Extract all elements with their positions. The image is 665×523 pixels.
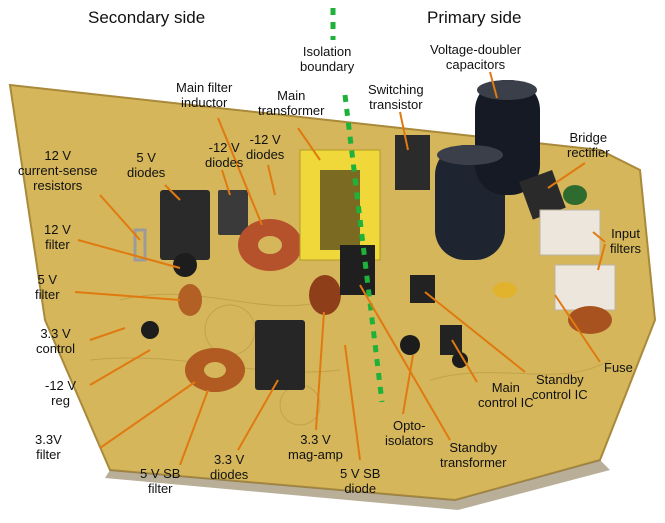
leader-5vsb-diode — [344, 344, 361, 461]
label-neg12v-diodes-b: -12 V diodes — [246, 132, 285, 162]
fuse-coil — [568, 306, 612, 334]
current-sense-wire — [133, 228, 147, 262]
leader-neg12-diodes-a — [221, 169, 231, 196]
label-bridge-rectifier: Bridge rectifier — [567, 130, 610, 160]
label-switching-transistor: Switching transistor — [368, 82, 424, 112]
leader-magamp — [315, 311, 325, 431]
label-3v3-mag-amp: 3.3 V mag-amp — [288, 432, 343, 462]
leader-standby-tx — [359, 284, 451, 441]
leader-main-transformer — [297, 127, 321, 161]
leader-neg12-reg — [89, 349, 151, 386]
leader-fuse — [554, 294, 601, 363]
isolation-boundary-line-lower — [342, 94, 385, 403]
label-5v-diodes: 5 V diodes — [127, 150, 166, 180]
leader-input-b — [597, 243, 606, 271]
leader-bridge — [547, 162, 586, 189]
filter-core — [204, 362, 226, 378]
label-fuse: Fuse — [604, 360, 633, 375]
pcb-shadow — [105, 460, 610, 510]
leader-input — [592, 231, 606, 243]
leader-3v3-filter — [99, 381, 196, 449]
label-standby-control-ic: Standby control IC — [532, 372, 588, 402]
leader-main-filter — [217, 117, 263, 226]
leader-12v-filter — [77, 239, 181, 269]
bridge-rectifier-part — [519, 170, 566, 220]
leader-5vsb-filter — [179, 389, 209, 466]
leader-opto — [402, 354, 414, 415]
cap-top-2 — [437, 145, 503, 165]
capacitor-2 — [475, 80, 540, 195]
label-isolation-boundary: Isolation boundary — [300, 44, 355, 74]
filter-5v-part — [178, 284, 202, 316]
opto-part — [400, 335, 420, 355]
standby-ic-part — [410, 275, 435, 303]
diode-neg12-part — [218, 190, 248, 235]
leader-5v-filter — [74, 291, 181, 301]
label-opto-isolators: Opto- isolators — [385, 418, 434, 448]
label-5v-filter: 5 V filter — [35, 272, 60, 302]
label-main-control-ic: Main control IC — [478, 380, 534, 410]
switching-transistor-part — [395, 135, 430, 190]
leader-5v-diodes — [164, 184, 181, 201]
standby-transformer-part — [340, 245, 375, 295]
cap-12v-part — [173, 253, 197, 277]
leader-3v3-control — [89, 327, 126, 341]
leader-switching — [399, 111, 409, 151]
leader-standby-ic — [424, 291, 526, 373]
label-5v-sb-filter: 5 V SB filter — [140, 466, 181, 496]
small-cap — [452, 352, 468, 368]
leader-12v-sense — [99, 194, 141, 241]
label-neg12v-reg: -12 V reg — [45, 378, 77, 408]
yellow-part — [493, 282, 517, 298]
leader-voltage-doubler — [489, 71, 498, 99]
label-neg12v-diodes-a: -12 V diodes — [205, 140, 244, 170]
primary-side-heading: Primary side — [427, 8, 522, 27]
label-input-filters: Input filters — [610, 226, 642, 256]
input-filter-1 — [539, 209, 601, 256]
label-3v3-diodes: 3.3 V diodes — [210, 452, 249, 482]
leader-3v3-diodes — [237, 379, 279, 451]
mag-amp-part — [309, 275, 341, 315]
secondary-side-heading: Secondary side — [88, 8, 206, 27]
inductor-core — [258, 236, 282, 254]
label-3v3-control: 3.3 V control — [36, 326, 76, 356]
label-3v3-filter: 3.3V filter — [35, 432, 62, 462]
diode-3v3-part — [255, 320, 305, 390]
label-12v-filter: 12 V filter — [44, 222, 71, 252]
label-5v-sb-diode: 5 V SB diode — [340, 466, 381, 496]
green-cap — [563, 185, 587, 205]
label-12v-current-sense: 12 V current-sense resistors — [18, 148, 98, 193]
cap-top — [477, 80, 537, 100]
leader-neg12-diodes-b — [267, 164, 276, 196]
label-main-filter-inductor: Main filter inductor — [176, 80, 233, 110]
label-voltage-doubler-capacitors: Voltage-doubler capacitors — [430, 42, 522, 72]
label-main-transformer: Main transformer — [258, 88, 325, 118]
label-standby-transformer: Standby transformer — [440, 440, 507, 470]
diode-5v-part — [160, 190, 210, 260]
leader-main-ic — [451, 339, 478, 383]
cap-33v-part — [141, 321, 159, 339]
